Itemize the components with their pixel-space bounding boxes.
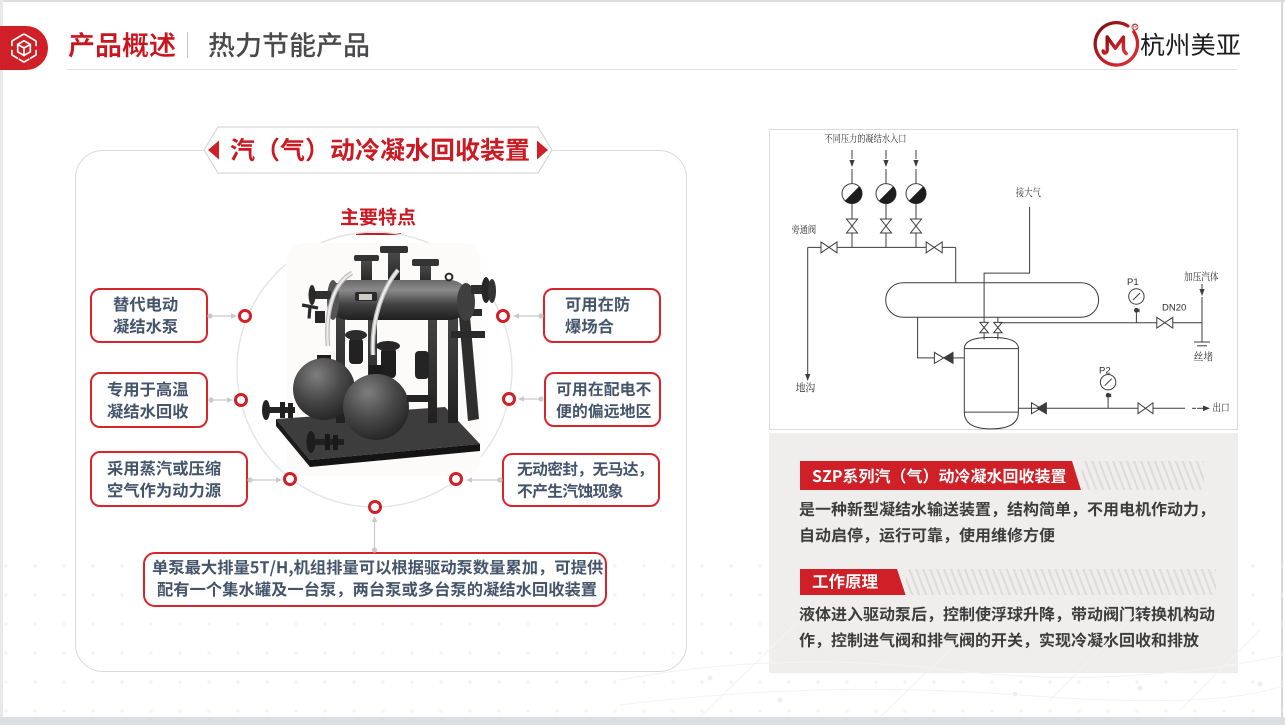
svg-text:R: R bbox=[1133, 25, 1138, 31]
svg-text:DN20: DN20 bbox=[1162, 303, 1186, 314]
svg-text:P1: P1 bbox=[1127, 277, 1139, 288]
svg-text:P2: P2 bbox=[1099, 366, 1111, 377]
